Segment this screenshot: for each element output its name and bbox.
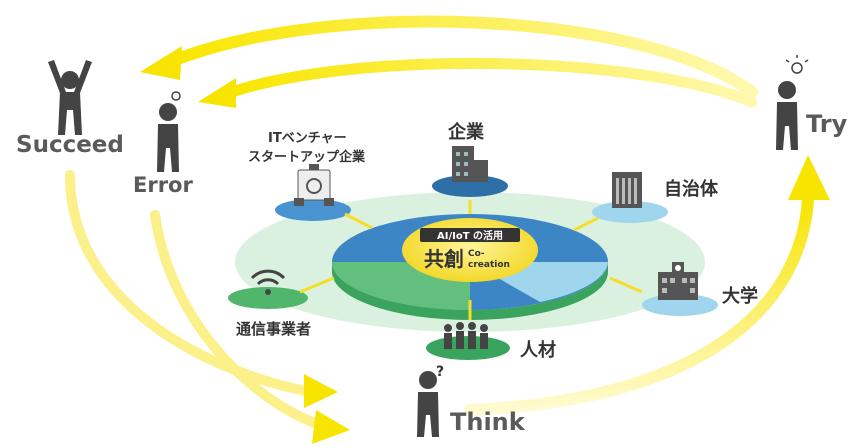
think-label: Think — [450, 408, 526, 436]
try-figure-icon — [776, 55, 809, 150]
succeed-figure-icon — [48, 60, 92, 135]
think-question-mark: ? — [436, 364, 444, 380]
telecom-label: 通信事業者 — [236, 320, 311, 338]
hub-badge: AI/IoT の活用 — [437, 229, 503, 242]
succeed-label: Succeed — [16, 132, 124, 158]
ring-green-segment — [332, 262, 608, 320]
try-label: Try — [806, 110, 848, 138]
central-platform — [235, 192, 705, 332]
it-venture-label-line1: ITベンチャー — [268, 131, 347, 146]
arrow-try-to-error — [226, 57, 758, 108]
arrow-think-to-try — [464, 194, 814, 416]
connector-university — [609, 276, 643, 294]
university-node — [642, 262, 718, 316]
municipality-node — [592, 172, 668, 223]
arrow-succeed-to-think — [65, 170, 315, 397]
it-venture-node — [275, 164, 351, 221]
wifi-icon — [250, 269, 286, 295]
arrow-error-to-think — [150, 210, 325, 430]
hub-sub-line1: Co- — [468, 249, 485, 259]
connector-it — [344, 212, 373, 230]
cycle-arrows — [65, 15, 830, 444]
think-figure-icon — [417, 371, 439, 437]
talent-label: 人材 — [520, 339, 556, 361]
university-building-icon — [658, 262, 698, 300]
people-group-icon — [444, 322, 488, 349]
error-label: Error — [133, 173, 193, 197]
municipality-building-icon — [612, 172, 642, 208]
university-label: 大学 — [722, 285, 758, 307]
talent-node — [426, 322, 510, 360]
company-node — [432, 146, 508, 197]
it-venture-label-line2: スタートアップ企業 — [248, 149, 366, 165]
connector-telecom — [299, 276, 335, 294]
municipality-label: 自治体 — [664, 178, 719, 200]
connector-arrows — [299, 200, 643, 320]
hub-sub-line2: creation — [468, 260, 510, 270]
company-building-icon — [452, 146, 488, 182]
arrow-try-to-succeed — [169, 15, 758, 98]
hub-main-label: 共創 — [424, 247, 464, 271]
company-label: 企業 — [447, 121, 485, 143]
hub-badge-box — [420, 228, 520, 242]
telecom-node — [228, 269, 308, 309]
error-figure-icon — [157, 91, 181, 172]
connector-municipality — [573, 216, 599, 232]
it-venture-network-icon — [294, 164, 334, 206]
